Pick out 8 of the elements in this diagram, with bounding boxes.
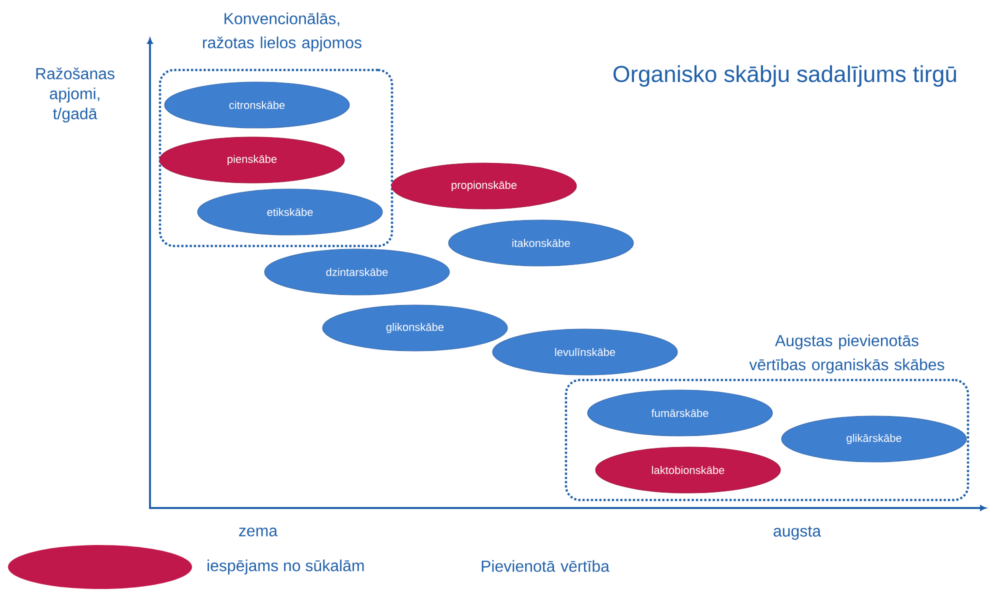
group-heading: Konvencionālās, ražotas lielos apjomos bbox=[203, 12, 362, 52]
title: Organisko skābju sadalījums tirgū bbox=[614, 65, 956, 87]
axis-label: zema bbox=[239, 528, 278, 536]
axis-label: Ražošanas apjomi, t/gadā bbox=[36, 68, 114, 122]
axis-label: Pievienotā vērtība bbox=[482, 560, 610, 572]
axis-label: augsta bbox=[774, 526, 822, 540]
legend-text: iespējams no sūkalām bbox=[208, 560, 364, 574]
group-heading: Augstas pievienotās vērtības organiskās skābes bbox=[749, 334, 944, 374]
